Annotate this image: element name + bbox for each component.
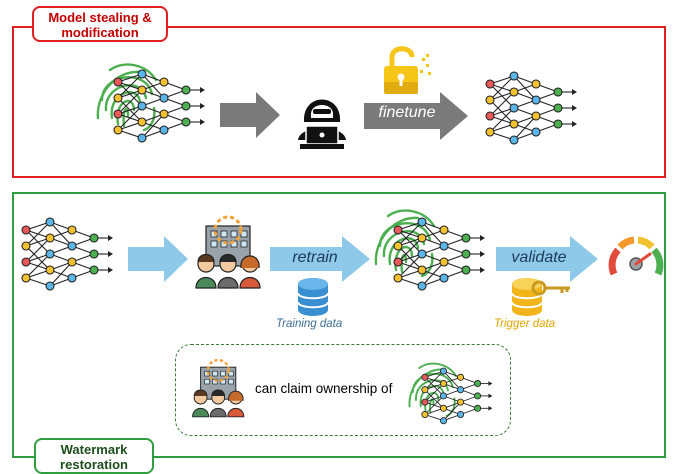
- model-stealing-tag-line-2: modification: [61, 25, 139, 40]
- watermark-restoration-tag: Watermark restoration: [34, 438, 154, 474]
- retrain-arrow: [270, 236, 370, 282]
- finetune-label: finetune: [378, 104, 436, 121]
- claim-ownership-text: can claim ownership of: [255, 381, 393, 396]
- gray-arrow: [220, 92, 280, 138]
- team-icon: [194, 215, 262, 290]
- gauge-icon: [608, 236, 664, 276]
- finetune-arrow: [364, 92, 468, 140]
- watermark-restoration-tag-line-1: Watermark: [60, 442, 128, 457]
- model-stealing-tag-line-1: Model stealing &: [48, 10, 152, 25]
- stolen-neural-network-icon: [485, 71, 578, 145]
- validate-arrow: [496, 236, 598, 282]
- training-data-caption: Training data: [276, 318, 343, 330]
- model-stealing-panel: [12, 26, 666, 178]
- stolen-model-network-icon: [21, 217, 114, 291]
- trigger-data-caption: Trigger data: [494, 318, 556, 330]
- watermark-restoration-panel: [12, 192, 666, 458]
- retrain-label: retrain: [292, 249, 338, 266]
- watermark-restoration-tag-line-2: restoration: [60, 457, 128, 472]
- blue-arrow: [128, 236, 188, 282]
- watermarked-neural-network-icon: [393, 217, 486, 291]
- hacker-icon: [298, 99, 346, 149]
- claim-neural-network-icon: [421, 367, 493, 425]
- validate-label: validate: [511, 249, 567, 266]
- neural-network-icon: [113, 69, 206, 143]
- model-stealing-tag: Model stealing & modification: [32, 6, 168, 42]
- owner-team-icon: [191, 358, 246, 418]
- key-icon: [531, 280, 570, 296]
- training-database-icon: [297, 277, 329, 317]
- lock-icon: [384, 46, 431, 94]
- ownership-claim-box: [175, 344, 511, 436]
